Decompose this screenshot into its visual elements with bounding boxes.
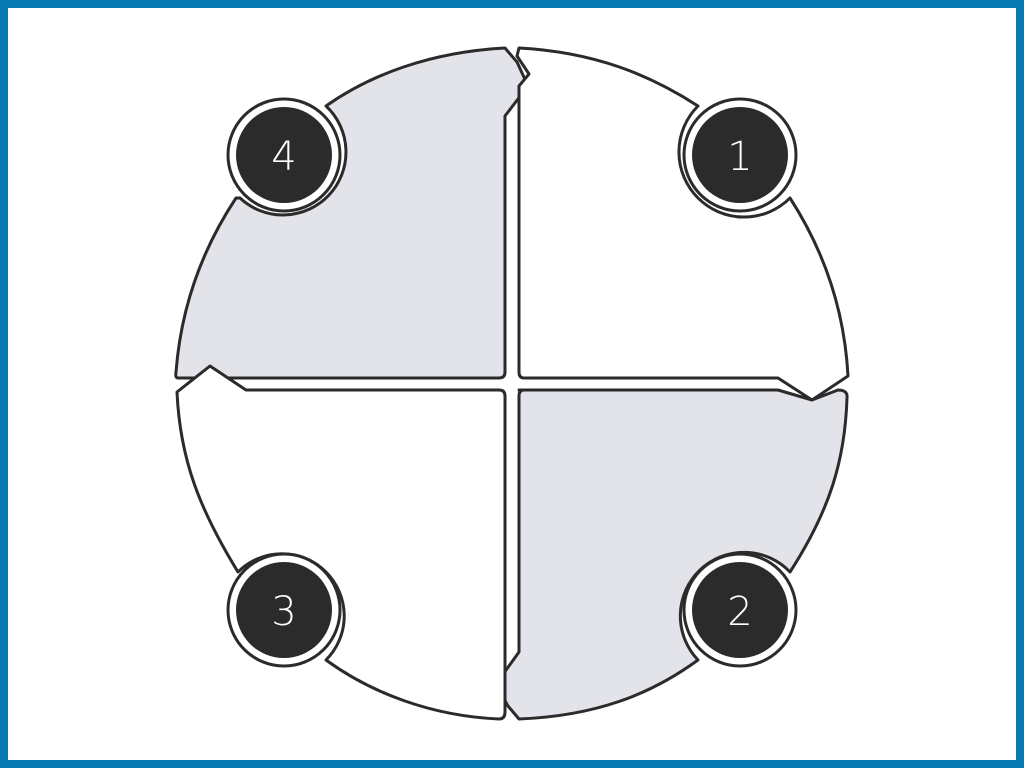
- badge-1: 1: [682, 97, 798, 213]
- badge-4: 4: [226, 97, 342, 213]
- segment-3: [175, 364, 507, 721]
- badge-3-number: 3: [271, 589, 296, 635]
- segment-1: [515, 46, 850, 402]
- badge-3: 3: [226, 552, 342, 668]
- badge-2: 2: [682, 552, 798, 668]
- badge-1-number: 1: [727, 134, 752, 180]
- badge-4-number: 4: [271, 134, 296, 180]
- segment-4: [174, 46, 530, 380]
- badge-2-number: 2: [727, 589, 752, 635]
- segment-2: [494, 388, 849, 721]
